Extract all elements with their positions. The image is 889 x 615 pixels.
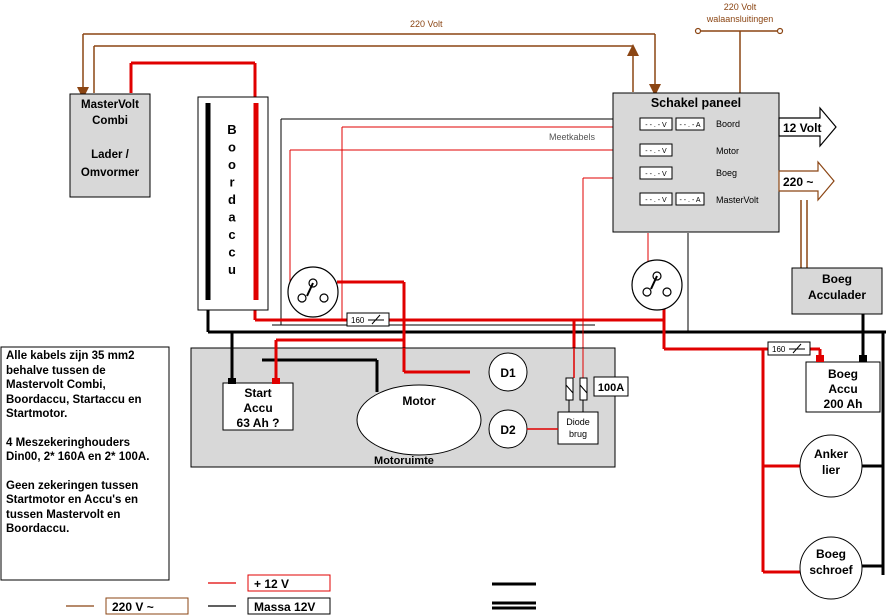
svg-text:Boeg: Boeg	[816, 547, 846, 561]
notes-box	[0, 346, 170, 581]
note-3: Geen zekeringen tussen Startmotor en Acc…	[6, 479, 139, 536]
ac-220v-wiring	[77, 30, 808, 268]
svg-text:200 Ah: 200 Ah	[824, 397, 863, 411]
dynamo-d1: D1	[488, 352, 528, 392]
boordaccu-letter: d	[228, 192, 236, 207]
svg-text:- - . - V: - - . - V	[645, 197, 667, 204]
fuse-160-boord: 160	[346, 312, 390, 327]
svg-text:12 Volt: 12 Volt	[783, 121, 821, 135]
svg-text:schroef: schroef	[809, 563, 853, 577]
meetkabels-label: Meetkabels	[549, 132, 596, 142]
svg-text:Acculader: Acculader	[808, 288, 866, 302]
boordaccu-letter: r	[229, 175, 234, 190]
legend-220v: 220 V ~	[112, 600, 154, 614]
svg-text:220 ~: 220 ~	[783, 175, 813, 189]
thin-black-wiring	[272, 118, 689, 332]
motorruimte-label: Motoruimte	[374, 455, 434, 467]
fuse-160-boeg: 160	[767, 341, 811, 356]
diode-brug: Diode brug	[557, 411, 599, 445]
legend-plus12: + 12 V	[254, 577, 289, 591]
svg-text:brug: brug	[569, 429, 587, 439]
boordaccu-letters: Boordaccu	[227, 122, 236, 277]
boordaccu-letter: a	[228, 210, 236, 225]
svg-text:MasterVolt: MasterVolt	[716, 195, 759, 205]
svg-text:Omvormer: Omvormer	[81, 167, 140, 179]
top-bus-label: 220 Volt	[410, 19, 443, 29]
svg-text:Motor: Motor	[402, 394, 436, 408]
boeg-schroef: Boeg schroef	[799, 536, 863, 600]
boordaccu-letter: c	[228, 245, 235, 260]
motor: Motor	[356, 384, 482, 456]
out-220-arrow: 220 ~	[778, 160, 835, 202]
anker-lier: Anker lier	[799, 434, 863, 498]
svg-text:- - . - A: - - . - A	[680, 122, 701, 129]
fuses-100a: 100A	[565, 376, 629, 412]
panel-title: Schakel paneel	[651, 96, 741, 110]
boordaccu-letter: c	[228, 227, 235, 242]
svg-text:Lader /: Lader /	[91, 149, 130, 161]
svg-text:160: 160	[772, 345, 786, 354]
svg-text:MasterVolt: MasterVolt	[81, 99, 139, 111]
svg-text:- - . - A: - - . - A	[680, 197, 701, 204]
legend-massa: Massa 12V	[254, 600, 315, 614]
note-1: Alle kabels zijn 35 mm2 behalve tussen d…	[6, 350, 142, 420]
svg-text:- - . - V: - - . - V	[645, 148, 667, 155]
boordaccu-letter: o	[228, 140, 236, 155]
boeg-acculader: Boeg Acculader	[791, 267, 883, 315]
svg-text:Start: Start	[244, 386, 271, 400]
boordaccu-letter: o	[228, 157, 236, 172]
switch-boeg	[631, 259, 683, 311]
boeg-accu: Boeg Accu 200 Ah	[805, 355, 881, 413]
svg-text:D1: D1	[500, 366, 516, 380]
svg-text:Boeg: Boeg	[716, 168, 737, 178]
svg-text:Accu: Accu	[828, 382, 857, 396]
svg-text:63 Ah ?: 63 Ah ?	[237, 416, 280, 430]
svg-text:Boeg: Boeg	[828, 367, 858, 381]
svg-text:Boord: Boord	[716, 119, 740, 129]
svg-text:Accu: Accu	[243, 401, 272, 415]
start-accu: Start Accu 63 Ah ?	[222, 378, 294, 431]
svg-text:- - . - V: - - . - V	[645, 171, 667, 178]
svg-text:160: 160	[351, 316, 365, 325]
boordaccu-letter: B	[227, 122, 236, 137]
schakel-paneel: Schakel paneel - - . - V - - . - A Boord…	[612, 92, 780, 233]
boordaccu: Boordaccu	[197, 96, 269, 311]
svg-text:Combi: Combi	[92, 115, 128, 127]
svg-text:- - . - V: - - . - V	[645, 122, 667, 129]
svg-text:Motor: Motor	[716, 146, 739, 156]
out-12v-arrow: 12 Volt	[778, 106, 837, 148]
svg-text:100A: 100A	[598, 382, 624, 394]
notes-text: Alle kabels zijn 35 mm2 behalve tussen d…	[6, 349, 164, 551]
shore-power-label-1: 220 Volt	[724, 2, 757, 12]
svg-text:Diode: Diode	[566, 417, 590, 427]
boordaccu-letter: u	[228, 262, 236, 277]
svg-text:Anker: Anker	[814, 447, 848, 461]
shore-power-plugs	[694, 27, 784, 35]
note-2: 4 Meszekeringhouders Din00, 2* 160A en 2…	[6, 436, 150, 464]
svg-text:D2: D2	[500, 423, 516, 437]
mastervolt-combi: MasterVolt Combi Lader / Omvormer	[69, 93, 151, 198]
shore-power-label-2: walaansluitingen	[706, 14, 774, 24]
svg-text:Boeg: Boeg	[822, 272, 852, 286]
dynamo-d2: D2	[488, 409, 528, 449]
legend: + 12 V 220 V ~ Massa 12V	[66, 574, 536, 615]
svg-text:lier: lier	[822, 463, 840, 477]
switch-boord	[287, 266, 339, 318]
